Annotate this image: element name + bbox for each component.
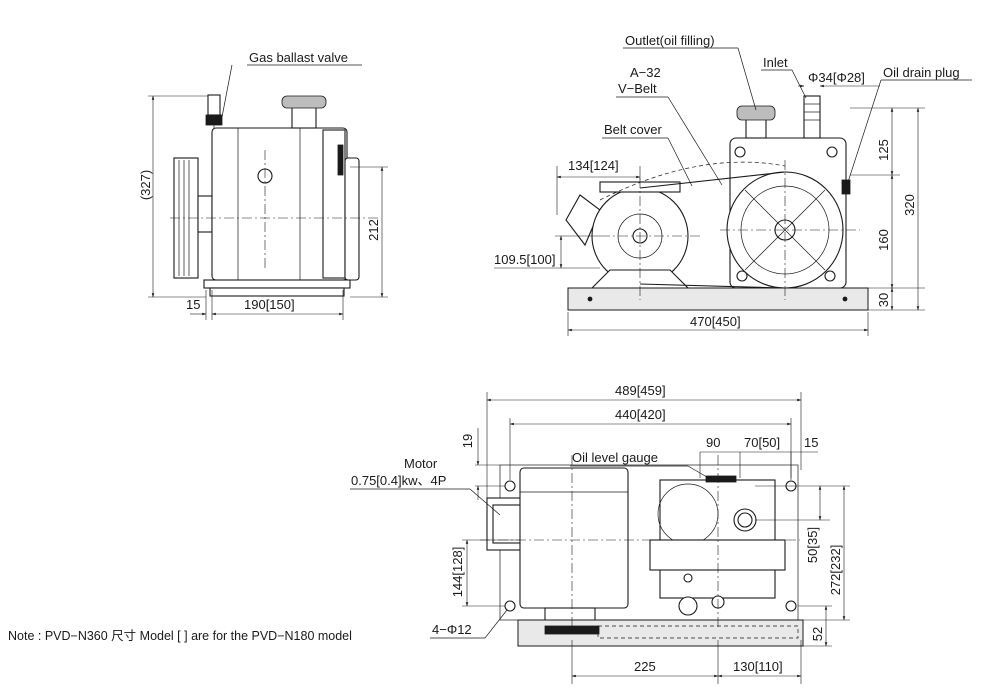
label-oil-drain-plug: Oil drain plug — [883, 65, 960, 80]
dim-19: 19 — [460, 434, 475, 448]
dim-144: 144[128] — [450, 547, 465, 598]
dim-70: 70[50] — [744, 435, 780, 450]
dim-height-overall: (327) — [138, 170, 153, 200]
dim-15: 15 — [804, 435, 818, 450]
motor-feet — [590, 269, 690, 289]
label-inlet: Inlet — [763, 55, 788, 70]
front-view: Outlet(oil filling) A−32 V−Belt Inlet Φ3… — [494, 33, 972, 336]
label-oil-level-gauge: Oil level gauge — [572, 450, 658, 465]
dim-50: 50[35] — [805, 527, 820, 563]
gas-ballast-valve — [207, 94, 221, 116]
note-text: Note : PVD−N360 尺寸 Model [ ] are for the… — [8, 629, 352, 643]
top-drain — [678, 596, 698, 616]
top-motor — [519, 467, 629, 609]
dim-52: 52 — [810, 627, 825, 641]
dim-489: 489[459] — [615, 383, 666, 398]
label-inlet-dia: Φ34[Φ28] — [808, 70, 865, 85]
oil-drain-plug — [841, 179, 851, 195]
dim-160: 160 — [876, 229, 891, 251]
dim-height-212: 212 — [366, 219, 381, 241]
dim-134: 134[124] — [568, 158, 619, 173]
dim-440: 440[420] — [615, 407, 666, 422]
label-belt-cover: Belt cover — [604, 122, 662, 137]
label-gas-ballast-valve: Gas ballast valve — [249, 50, 348, 65]
label-motor-1: Motor — [404, 456, 438, 471]
label-belt-type-2: V−Belt — [618, 81, 657, 96]
dim-320: 320 — [902, 194, 917, 216]
dim-130: 130[110] — [733, 659, 783, 674]
dim-272: 272[232] — [828, 545, 843, 596]
inlet-pipe — [803, 95, 821, 139]
label-belt-type-1: A−32 — [630, 65, 661, 80]
dim-225: 225 — [634, 659, 656, 674]
dim-470: 470[450] — [690, 314, 741, 329]
dim-90: 90 — [706, 435, 720, 450]
label-outlet: Outlet(oil filling) — [625, 33, 715, 48]
dim-125: 125 — [876, 139, 891, 161]
front-base-plate — [567, 287, 869, 311]
outlet-knob — [736, 105, 776, 121]
dim-width-190: 190[150] — [244, 297, 295, 312]
top-view: 489[459] 440[420] 19 90 70[50] 15 Oil le… — [350, 383, 850, 684]
label-holes: 4−Φ12 — [432, 622, 472, 637]
dim-30: 30 — [876, 293, 891, 307]
dim-left-15: 15 — [186, 297, 200, 312]
top-pump — [659, 479, 776, 599]
dim-109-5: 109.5[100] — [494, 252, 555, 267]
label-motor-2: 0.75[0.4]kw、4P — [351, 473, 446, 488]
side-view: (327) Gas ballast valve 212 — [138, 50, 388, 320]
